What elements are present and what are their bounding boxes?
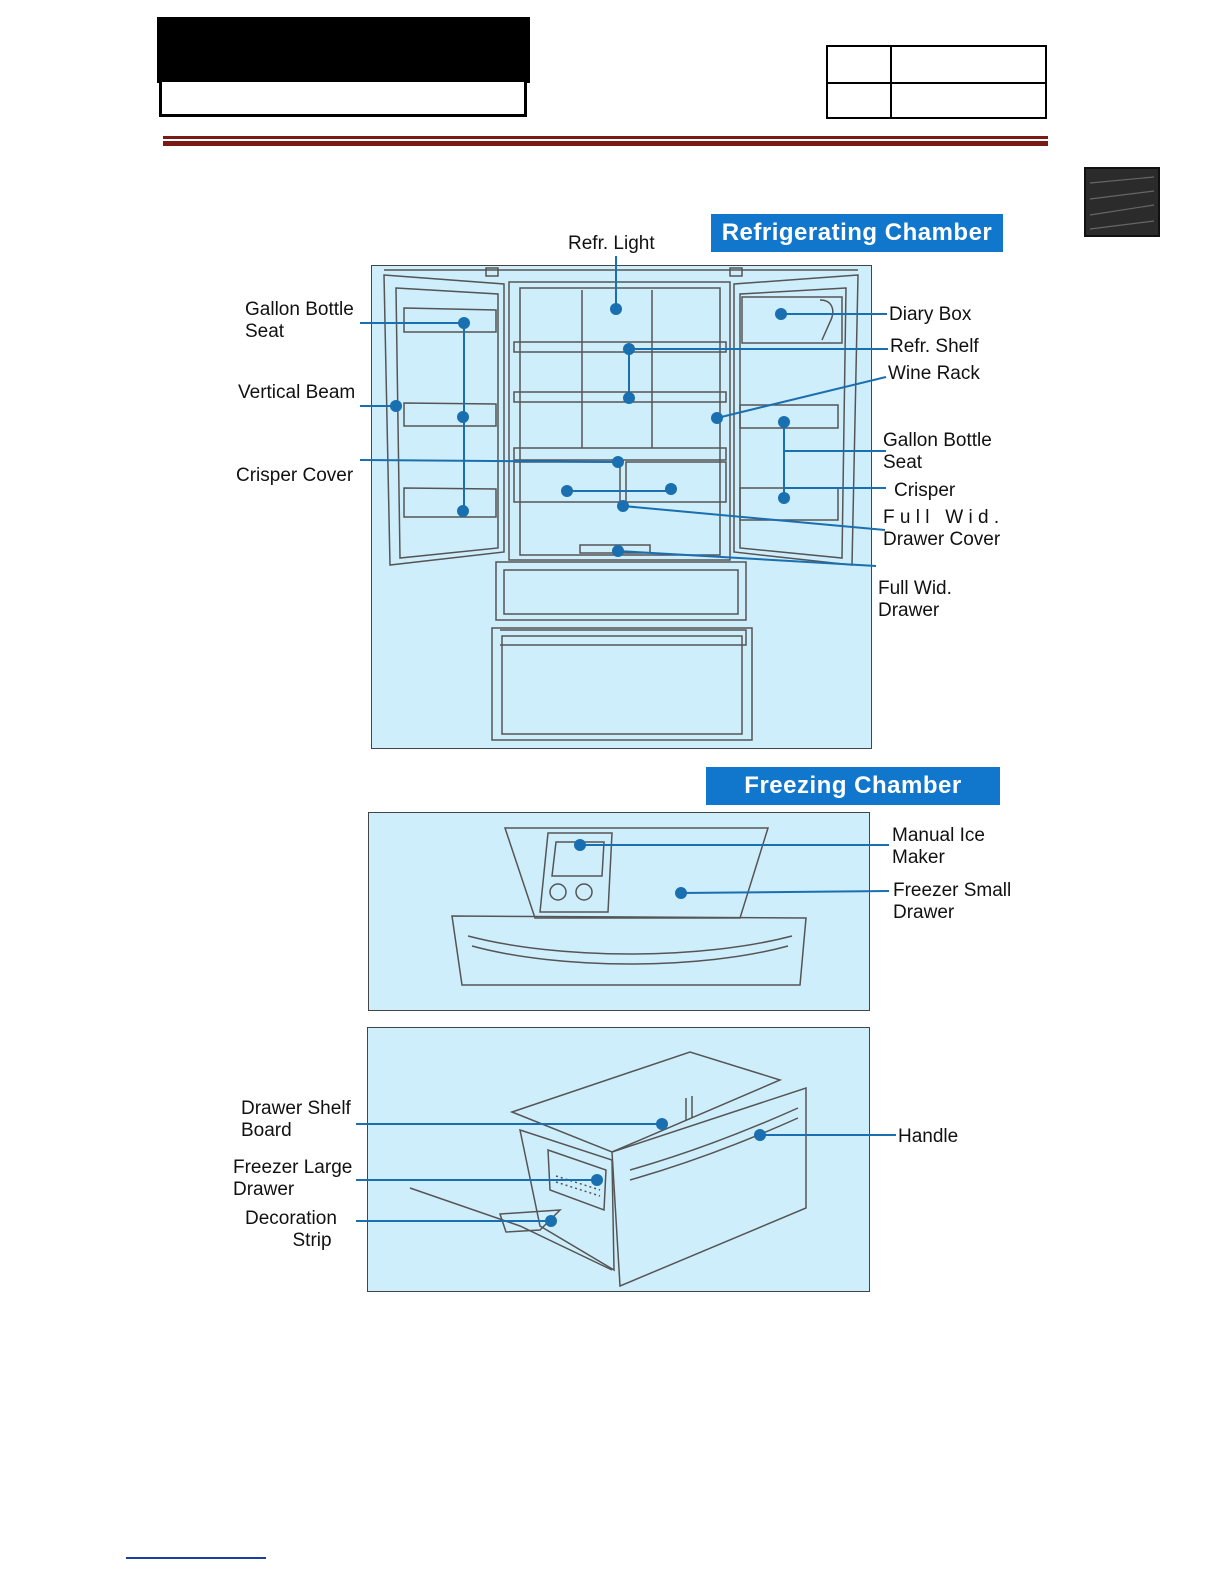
label-wine-rack: Wine Rack [888,363,980,384]
label-freezer-small-drawer: Freezer Small Drawer [893,880,1012,923]
label-refr-light: Refr. Light [568,233,655,254]
label-vertical-beam: Vertical Beam [238,382,356,403]
label-handle: Handle [898,1126,959,1147]
label-diary-box: Diary Box [889,304,972,325]
label-gallon-bottle-seat-left: Gallon Bottle Seat [245,299,354,342]
chapter-tab [1084,167,1160,237]
header-rule-thick [163,141,1048,146]
label-full-wid-drawer: Full Wid. Drawer [878,578,952,621]
label-decoration-strip: Decoration Strip [245,1208,337,1251]
header-title-block [157,17,530,83]
freezing-chamber-title: Freezing Chamber [706,767,1000,805]
label-gallon-bottle-seat-right: Gallon Bottle Seat [883,430,992,473]
label-full-wid-drawer-cover: F u l l W i d . Drawer Cover [883,507,1001,550]
label-crisper-cover: Crisper Cover [236,465,354,486]
footer-link-underline[interactable] [126,1557,266,1559]
header-rule [163,136,1048,139]
label-freezer-large-drawer: Freezer Large Drawer [233,1157,353,1200]
label-refr-shelf: Refr. Shelf [890,336,979,357]
freezer-large-panel [367,1027,870,1292]
header-info-table [826,45,1047,119]
label-manual-ice-maker: Manual Ice Maker [892,825,985,868]
label-drawer-shelf-board: Drawer Shelf Board [241,1098,351,1141]
label-crisper: Crisper [894,480,956,501]
refrigerating-chamber-title: Refrigerating Chamber [711,214,1003,252]
header-subtitle-block [159,82,527,117]
